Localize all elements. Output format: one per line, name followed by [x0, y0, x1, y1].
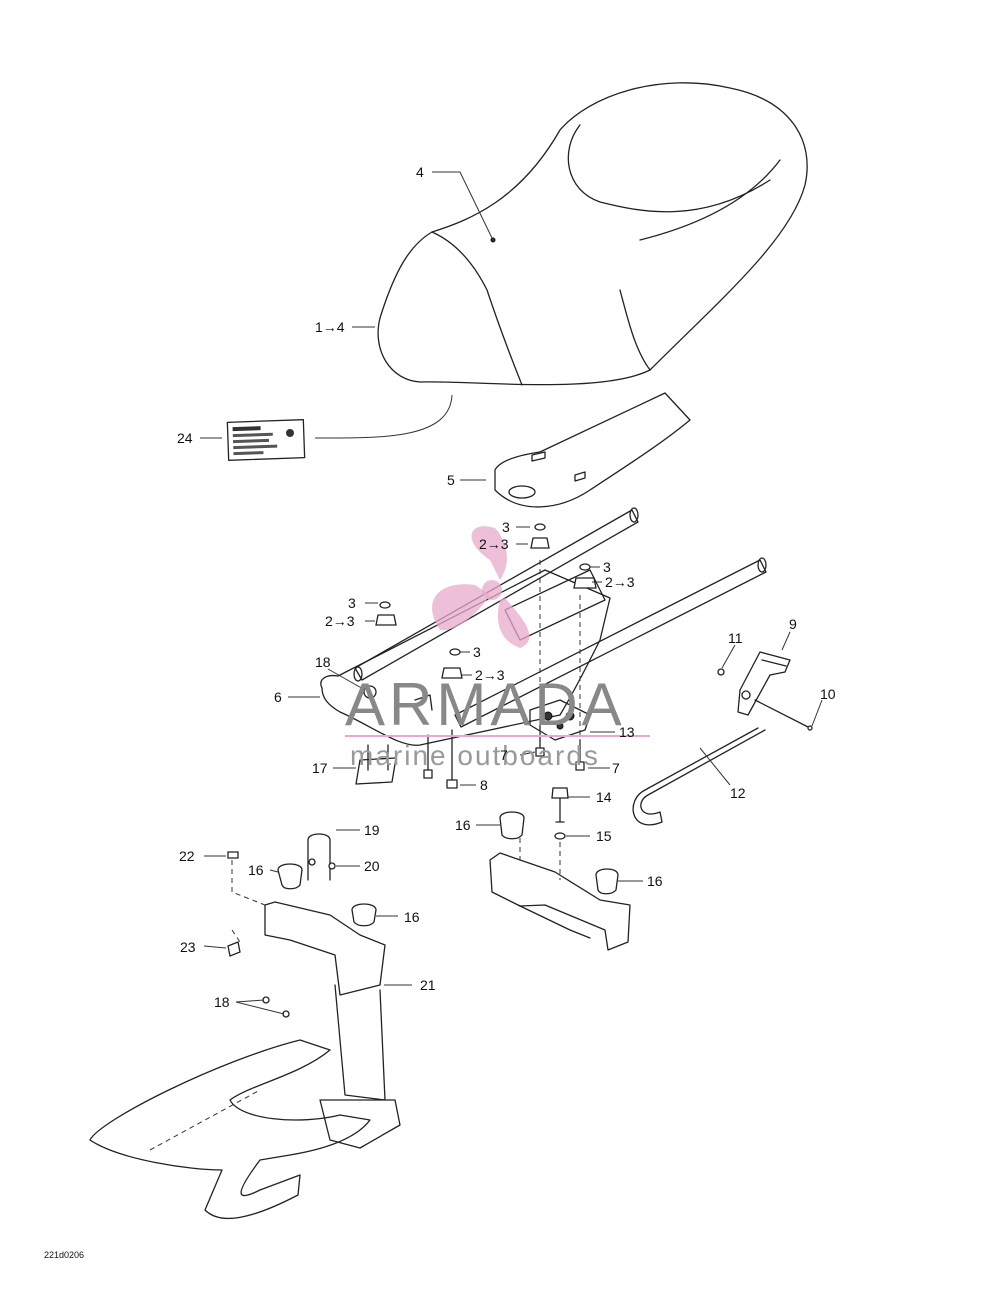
callout-2-3c: 2→3	[325, 613, 355, 629]
callout-24: 24	[177, 430, 193, 446]
right-bracket-part	[489, 787, 631, 951]
callout-3a: 3	[502, 519, 510, 535]
buckle-part	[717, 651, 813, 731]
callout-5: 5	[447, 472, 455, 488]
rod-part	[632, 727, 766, 826]
callout-11: 11	[728, 630, 743, 646]
left-bracket-part	[227, 833, 386, 1101]
callout-14: 14	[596, 789, 612, 805]
callout-2-3b: 2→3	[605, 574, 635, 590]
callout-22: 22	[179, 848, 195, 864]
callout-labels: 4 1→4 24 5 3 2→3 3 2→3 3 2→3 3 2→3 18 6 …	[177, 164, 836, 1010]
callout-2-3a: 2→3	[479, 536, 509, 552]
callout-9: 9	[789, 616, 797, 632]
callout-16c: 16	[404, 909, 420, 925]
callout-6: 6	[274, 689, 282, 705]
callout-12: 12	[730, 785, 746, 801]
callout-13: 13	[619, 724, 635, 740]
latch-bracket-part	[529, 699, 591, 741]
drawing-code: 221d0206	[44, 1250, 84, 1260]
lower-frame-part	[89, 1039, 401, 1220]
callout-10: 10	[820, 686, 836, 702]
callout-16b: 16	[248, 862, 264, 878]
callout-1-4: 1→4	[315, 319, 345, 335]
callout-20: 20	[364, 858, 380, 874]
callout-7a: 7	[500, 747, 508, 763]
callout-4: 4	[416, 164, 424, 180]
callout-17: 17	[312, 760, 328, 776]
propeller-logo	[432, 526, 530, 648]
armada-watermark: ARMADA marine outboards	[345, 526, 650, 771]
seat-part	[377, 82, 808, 386]
watermark-subtitle: marine outboards	[350, 740, 600, 771]
warning-label-part	[226, 419, 306, 461]
callout-7b: 7	[612, 760, 620, 776]
callout-2-3d: 2→3	[475, 667, 505, 683]
callout-3b: 3	[603, 559, 611, 575]
callout-18a: 18	[315, 654, 331, 670]
callout-16d: 16	[647, 873, 663, 889]
bolt-parts	[355, 724, 585, 789]
callout-3d: 3	[473, 644, 481, 660]
seat-pad-part	[494, 392, 691, 508]
watermark-title: ARMADA	[345, 671, 626, 738]
callout-3c: 3	[348, 595, 356, 611]
callout-8: 8	[480, 777, 488, 793]
leader-lines	[200, 171, 823, 1015]
callout-18b: 18	[214, 994, 230, 1010]
callout-21: 21	[420, 977, 436, 993]
nut-parts	[363, 523, 597, 699]
callout-23: 23	[180, 939, 196, 955]
callout-19: 19	[364, 822, 380, 838]
callout-16a: 16	[455, 817, 471, 833]
callout-15: 15	[596, 828, 612, 844]
